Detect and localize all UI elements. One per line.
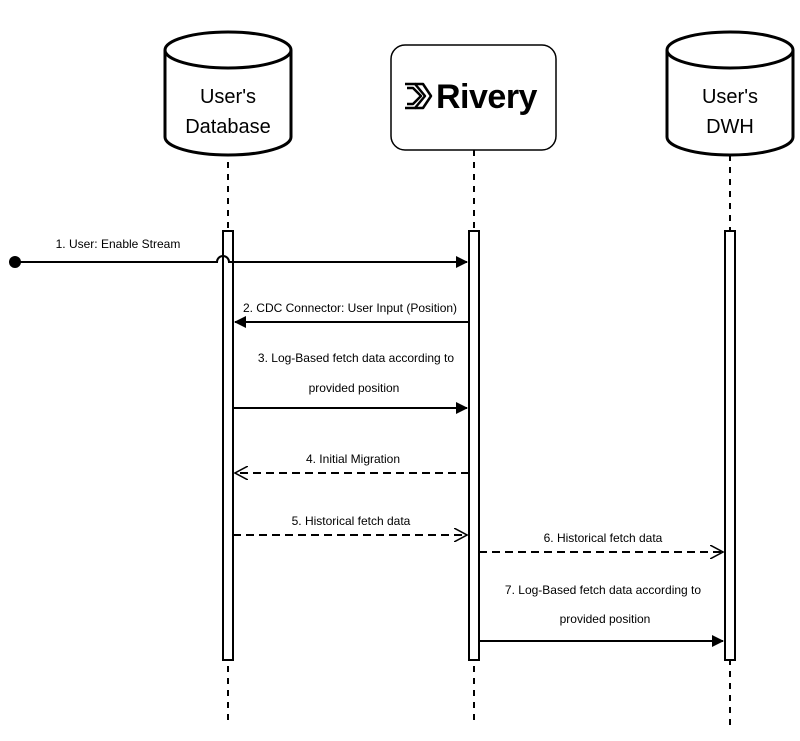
message-1-label: 1. User: Enable Stream <box>56 237 181 251</box>
rivery-activation-bar <box>468 230 480 661</box>
dwh-cylinder-icon <box>665 50 795 157</box>
message-2: 2. CDC Connector: User Input (Position) <box>234 301 469 328</box>
database-label-line1: User's <box>200 86 256 108</box>
database-cylinder-top <box>163 30 293 70</box>
message-3-label-line2: provided position <box>309 381 400 395</box>
dwh-cylinder-top <box>665 30 795 70</box>
dwh-label-line2: DWH <box>706 116 754 138</box>
rivery-logo-icon <box>405 82 433 110</box>
dwh-label-line1: User's <box>702 86 758 108</box>
rivery-participant: Rivery <box>390 44 557 151</box>
database-cylinder-icon <box>163 50 293 157</box>
message-6: 6. Historical fetch data <box>479 531 723 552</box>
message-2-label: 2. CDC Connector: User Input (Position) <box>243 301 457 315</box>
dwh-participant: User's DWH <box>665 30 795 157</box>
message-3: 3. Log-Based fetch data according to pro… <box>233 351 468 414</box>
rivery-box <box>390 44 557 151</box>
message-5-label: 5. Historical fetch data <box>292 514 411 528</box>
message-7: 7. Log-Based fetch data according to pro… <box>479 583 724 647</box>
message-5: 5. Historical fetch data <box>233 514 467 535</box>
message-4: 4. Initial Migration <box>235 452 469 473</box>
message-1: 1. User: Enable Stream <box>9 237 468 268</box>
dwh-activation-bar <box>724 230 736 661</box>
message-3-label-line1: 3. Log-Based fetch data according to <box>258 351 454 365</box>
database-participant: User's Database <box>163 30 293 157</box>
database-activation-bar <box>222 230 234 661</box>
database-label-line2: Database <box>185 116 271 138</box>
message-7-label-line2: provided position <box>560 612 651 626</box>
rivery-logo-text: Rivery <box>436 78 538 116</box>
message-6-label: 6. Historical fetch data <box>544 531 663 545</box>
message-7-label-line1: 7. Log-Based fetch data according to <box>505 583 701 597</box>
message-4-label: 4. Initial Migration <box>306 452 400 466</box>
message-1-arrow <box>15 255 468 268</box>
